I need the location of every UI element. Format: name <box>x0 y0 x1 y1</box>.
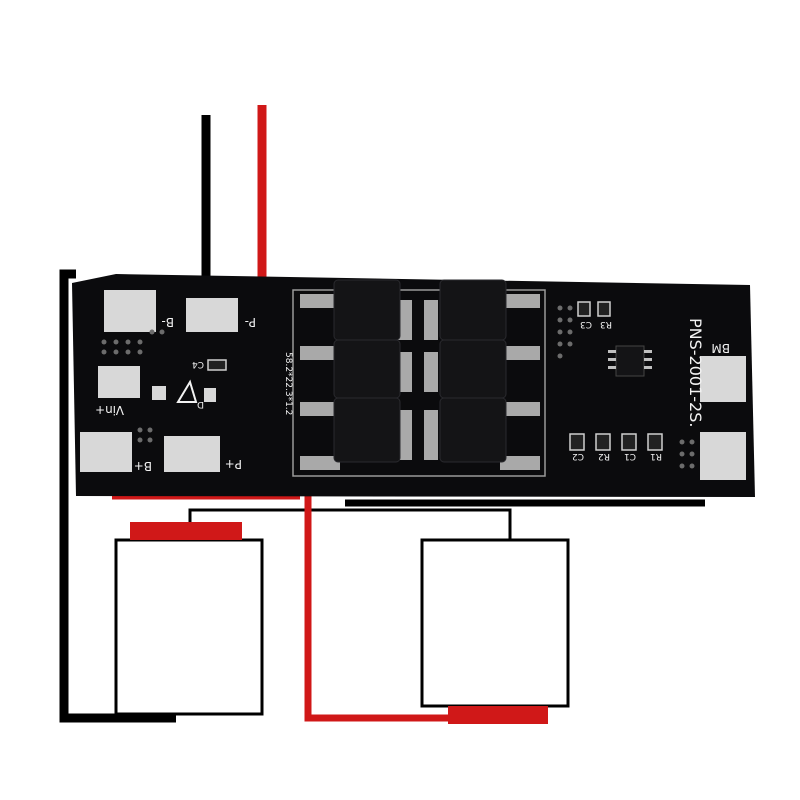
pad-bm <box>700 356 746 402</box>
mosfet-1 <box>333 279 401 341</box>
protection-ic <box>608 345 652 377</box>
pad-right-lower <box>700 432 746 480</box>
component-r2 <box>595 433 611 451</box>
smd-components <box>207 301 663 451</box>
pad-b-plus <box>80 432 132 472</box>
black-wire-b-minus <box>59 269 176 723</box>
mosfet-outline <box>292 289 546 477</box>
label-c2: C2 <box>572 451 584 461</box>
label-c1: C1 <box>624 451 636 461</box>
pcb-board: B- P- Vin+ B+ P+ BM 58.2*22.3*1.2 PNS-20… <box>72 274 755 497</box>
black-wire-series <box>188 508 512 540</box>
label-vin-plus: Vin+ <box>95 403 124 417</box>
mosfet-4 <box>439 279 507 341</box>
component-r1 <box>647 433 663 451</box>
label-board-size: 58.2*22.3*1.2 <box>283 352 293 415</box>
label-p-minus: P- <box>245 315 256 329</box>
label-r2: R2 <box>598 451 610 461</box>
battery-2-positive-terminal <box>448 706 548 724</box>
component-c4 <box>207 359 227 371</box>
pad-b-minus <box>104 290 156 332</box>
label-b-plus: B+ <box>134 459 152 473</box>
label-r1: R1 <box>650 451 662 461</box>
pad-vin-plus <box>98 366 140 398</box>
label-p-plus: P+ <box>225 457 242 471</box>
mosfet-tabs <box>300 294 540 470</box>
label-bm: BM <box>711 341 730 355</box>
mosfet-2 <box>333 339 401 399</box>
battery-cell-1 <box>114 538 264 716</box>
test-pad-2 <box>204 388 216 402</box>
vias <box>101 305 695 469</box>
battery-cell-2 <box>420 538 570 708</box>
component-c1 <box>621 433 637 451</box>
label-r3: R3 <box>600 319 612 329</box>
label-c4: C4 <box>192 359 204 369</box>
component-r3 <box>597 301 611 317</box>
battery-1-positive-terminal <box>130 522 242 540</box>
pad-p-plus <box>164 436 220 472</box>
component-c3 <box>577 301 591 317</box>
batteries <box>114 522 570 724</box>
mosfets <box>333 279 507 463</box>
label-d: D <box>197 399 204 409</box>
test-pad-1 <box>152 386 166 400</box>
label-model: PNS-2001-2S. <box>686 318 705 427</box>
mosfet-5 <box>439 339 507 399</box>
pad-p-minus <box>186 298 238 332</box>
mosfet-6 <box>439 397 507 463</box>
triangle-icon <box>176 379 198 403</box>
label-b-minus: B- <box>161 315 174 329</box>
mosfet-3 <box>333 397 401 463</box>
component-c2 <box>569 433 585 451</box>
label-c3: C3 <box>580 319 592 329</box>
